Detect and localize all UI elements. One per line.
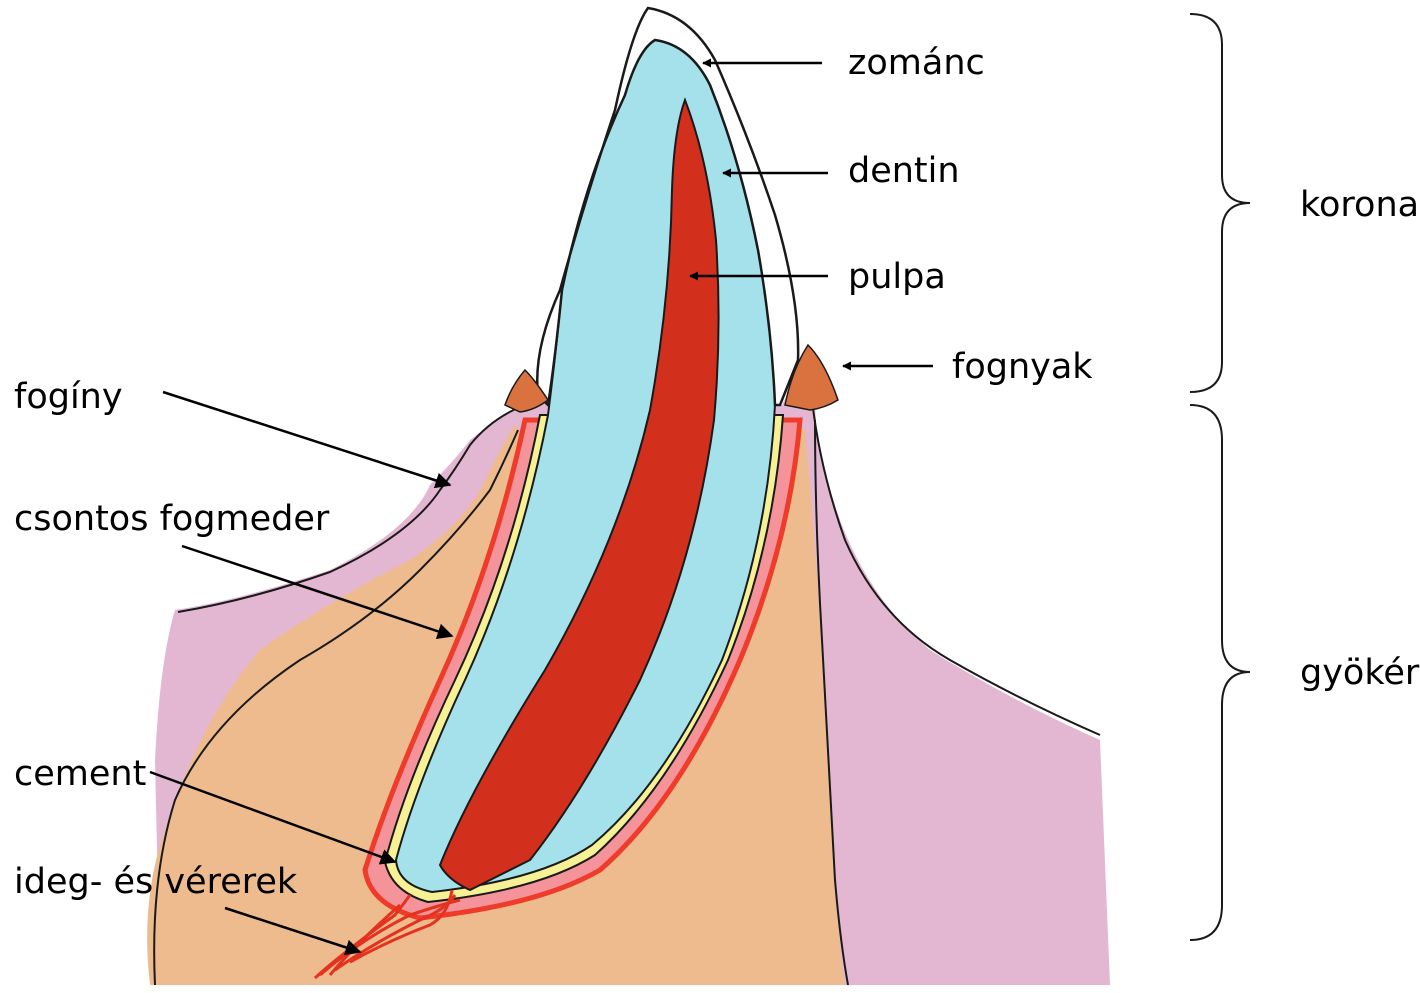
label-ideg-es-vererek: ideg- és vérerek [14,865,297,900]
label-fognyak: fognyak [952,350,1093,385]
label-zomanc: zománc [848,46,985,81]
label-csontos-fogmeder: csontos fogmeder [14,502,329,537]
label-korona: korona [1300,188,1419,223]
label-gyoker: gyökér [1300,656,1419,691]
label-foginy: fogíny [14,380,123,415]
label-pulpa: pulpa [848,260,946,295]
brace-icon [1190,14,1250,392]
arrow-icon [163,392,450,485]
label-dentin: dentin [848,154,960,189]
label-cement: cement [14,757,146,792]
brace-icon [1190,405,1250,940]
